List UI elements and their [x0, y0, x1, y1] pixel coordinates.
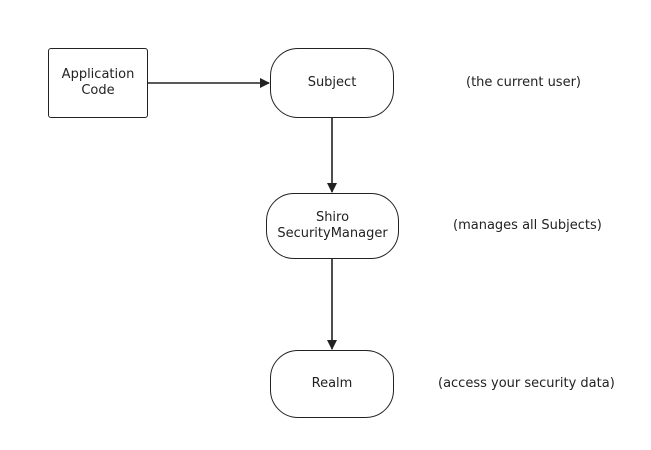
realm-node[interactable]: Realm [270, 350, 394, 418]
subject-annotation: (the current user) [466, 75, 581, 90]
application-code-label-line1: Application [61, 67, 135, 82]
subject-node[interactable]: Subject [270, 48, 394, 118]
security-manager-annotation: (manages all Subjects) [453, 218, 602, 233]
application-code-label-line2: Code [81, 83, 115, 98]
security-manager-label-line1: Shiro [315, 210, 350, 225]
security-manager-node[interactable]: Shiro SecurityManager [266, 193, 399, 259]
realm-label: Realm [311, 376, 353, 391]
realm-annotation: (access your security data) [438, 376, 615, 391]
subject-label: Subject [307, 75, 357, 90]
security-manager-label-line2: SecurityManager [277, 226, 388, 241]
application-code-node[interactable]: Application Code [48, 48, 148, 118]
